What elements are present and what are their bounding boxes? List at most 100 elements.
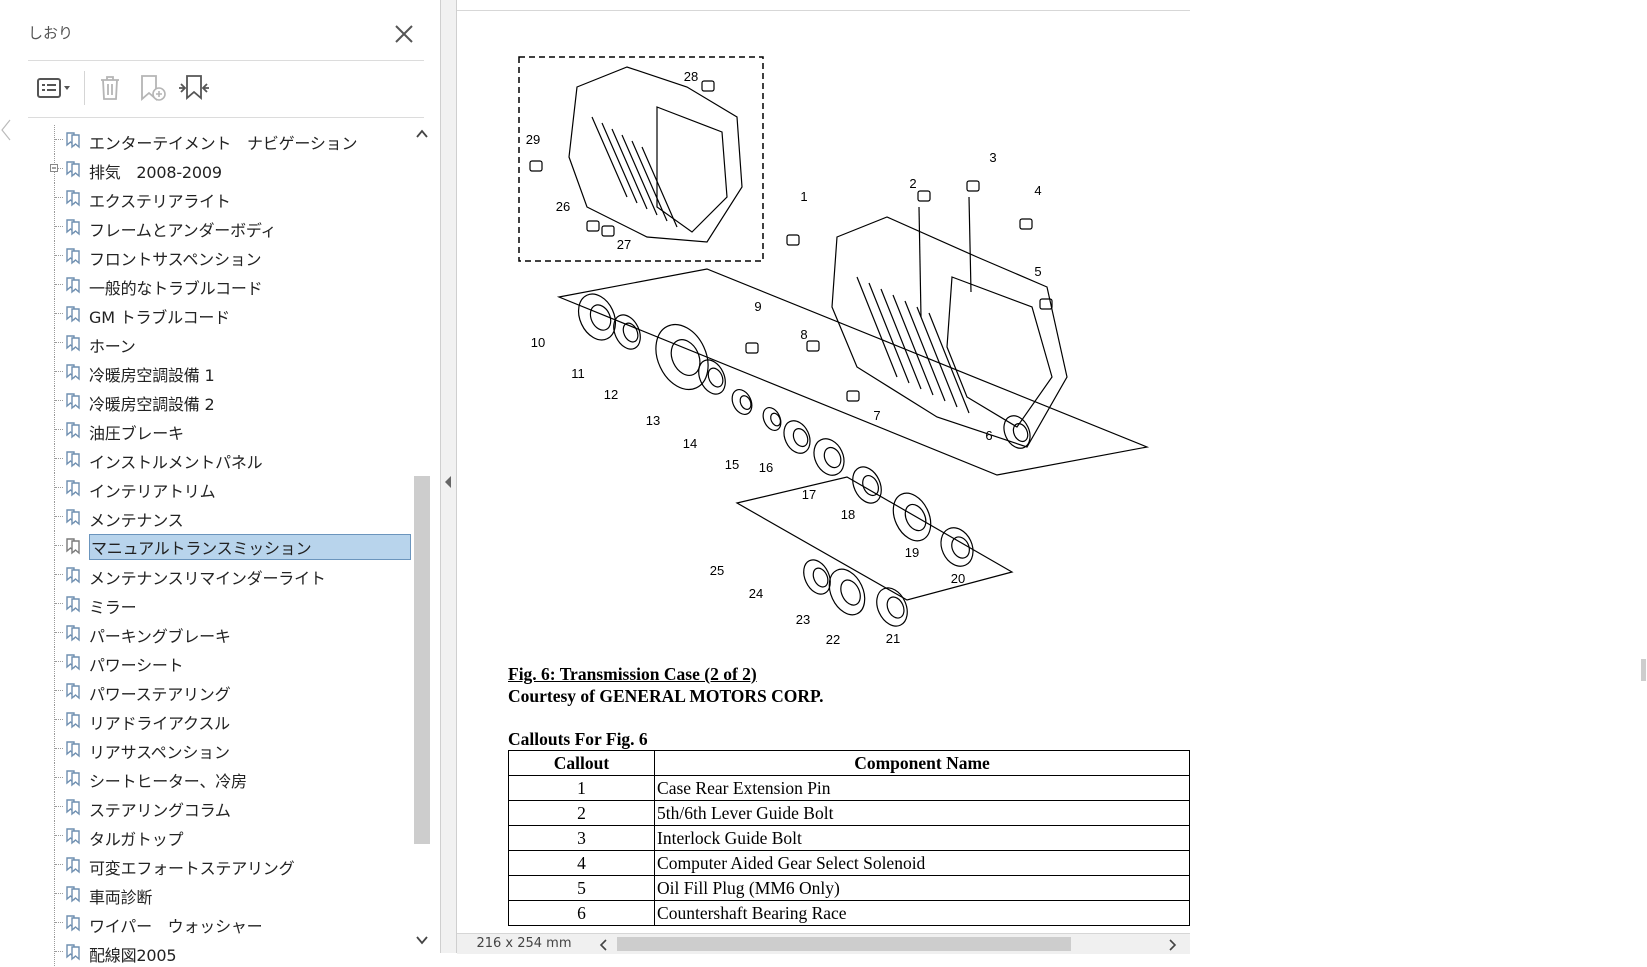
bookmark-item[interactable]: フレームとアンダーボディ xyxy=(48,212,414,241)
bookmark-item[interactable]: エクステリアライト xyxy=(48,183,414,212)
scroll-left-button[interactable] xyxy=(597,937,611,951)
panel-splitter[interactable] xyxy=(441,0,457,953)
bookmark-item[interactable]: マニュアルトランスミッション xyxy=(48,531,414,560)
bookmark-item[interactable]: エンターテイメント ナビゲーション xyxy=(48,125,414,154)
bookmark-toolbar xyxy=(28,66,424,110)
bolt xyxy=(601,225,615,237)
bookmark-item[interactable]: 冷暖房空調設備 2 xyxy=(48,386,414,415)
bookmark-label: メンテナンスリマインダーライト xyxy=(89,569,326,588)
bookmark-icon xyxy=(64,943,82,961)
bookmark-item[interactable]: ワイパー ウォッシャー xyxy=(48,908,414,937)
divider xyxy=(28,60,424,61)
scroll-down-button[interactable] xyxy=(412,930,432,950)
bookmark-item[interactable]: リアドライアクスル xyxy=(48,705,414,734)
gear-bore xyxy=(1012,423,1029,443)
gear-bore xyxy=(792,428,809,448)
bookmark-item[interactable]: シートヒーター、冷房 xyxy=(48,763,414,792)
options-menu-button[interactable] xyxy=(32,66,76,110)
tree-line xyxy=(54,241,55,270)
component-name: 5th/6th Lever Guide Bolt xyxy=(654,800,1190,826)
scroll-thumb[interactable] xyxy=(414,476,430,844)
bookmark-item[interactable]: パワーシート xyxy=(48,647,414,676)
bookmark-item[interactable]: GM トラブルコード xyxy=(48,299,414,328)
tree-line xyxy=(54,386,55,415)
document-scrollbar[interactable] xyxy=(1640,21,1647,944)
bookmark-label: フレームとアンダーボディ xyxy=(89,221,277,240)
bookmark-label: ホーン xyxy=(89,337,136,356)
bookmark-label: ミラー xyxy=(89,598,137,617)
bookmark-item[interactable]: メンテナンスリマインダーライト xyxy=(48,560,414,589)
gear-bore xyxy=(951,536,970,559)
expand-bookmark-button[interactable] xyxy=(174,66,214,110)
main-case xyxy=(831,216,1068,448)
bookmark-item[interactable]: パワーステアリング xyxy=(48,676,414,705)
main-rib xyxy=(892,294,934,396)
bookmark-label: 配線図2005 xyxy=(89,946,177,965)
gear xyxy=(655,323,709,391)
collapse-tree-toggle[interactable] xyxy=(0,118,14,142)
callout-label: 1 xyxy=(800,189,807,204)
bookmark-icon xyxy=(64,218,82,236)
delete-bookmark-button[interactable] xyxy=(92,66,128,110)
bookmark-item[interactable]: ミラー xyxy=(48,589,414,618)
column-header-callout: Callout xyxy=(507,750,656,776)
bookmark-item[interactable]: インストルメントパネル xyxy=(48,444,414,473)
figure-courtesy: Courtesy of GENERAL MOTORS CORP. xyxy=(508,686,824,706)
bookmark-item[interactable]: 可変エフォートステアリング xyxy=(48,850,414,879)
main-rib xyxy=(880,288,922,390)
close-panel-button[interactable] xyxy=(388,18,420,50)
tree-line xyxy=(54,415,55,444)
tree-line xyxy=(54,589,55,618)
callout-label: 29 xyxy=(526,132,540,147)
bolt xyxy=(966,180,980,192)
bolt xyxy=(1019,218,1033,230)
tree-line xyxy=(55,516,63,517)
bookmark-item[interactable]: リアサスペンション xyxy=(48,734,414,763)
bookmark-label: 一般的なトラブルコード xyxy=(89,279,263,298)
bookmark-item[interactable]: タルガトップ xyxy=(48,821,414,850)
add-bookmark-button[interactable] xyxy=(132,66,172,110)
callout-label: 22 xyxy=(826,632,840,647)
bookmark-item[interactable]: 油圧ブレーキ xyxy=(48,415,414,444)
horizontal-scroll-thumb[interactable] xyxy=(617,937,1071,951)
gear-bore xyxy=(862,475,880,497)
expand-toggle-icon[interactable] xyxy=(50,164,58,172)
tree-line xyxy=(54,299,55,328)
scroll-thumb[interactable] xyxy=(1641,659,1646,681)
collapse-panel-toggle[interactable] xyxy=(443,474,453,488)
bookmark-icon xyxy=(64,276,82,294)
callout-number: 3 xyxy=(507,825,656,851)
component-name: Countershaft Bearing Race xyxy=(654,900,1190,926)
gear-bore xyxy=(812,567,829,588)
bookmark-icon xyxy=(64,421,82,439)
bookmark-label: 可変エフォートステアリング xyxy=(89,859,295,878)
bookmark-item[interactable]: パーキングブレーキ xyxy=(48,618,414,647)
scroll-up-button[interactable] xyxy=(412,124,432,144)
bolt xyxy=(529,160,543,172)
bolt xyxy=(745,342,759,354)
bookmark-item[interactable]: 排気 2008-2009 xyxy=(48,154,414,183)
chevron-down-icon xyxy=(416,936,428,945)
bookmark-label: エクステリアライト xyxy=(89,192,231,211)
bookmark-item[interactable]: 一般的なトラブルコード xyxy=(48,270,414,299)
bookmark-item[interactable]: ステアリングコラム xyxy=(48,792,414,821)
bookmark-item[interactable]: 冷暖房空調設備 1 xyxy=(48,357,414,386)
gear-bore xyxy=(589,304,612,331)
bookmark-scrollbar[interactable] xyxy=(412,124,432,953)
bookmark-item[interactable]: メンテナンス xyxy=(48,502,414,531)
component-name: Computer Aided Gear Select Solenoid xyxy=(654,850,1190,876)
bookmark-item[interactable]: 車両診断 xyxy=(48,879,414,908)
bookmark-item[interactable]: 配線図2005 xyxy=(48,937,414,966)
bookmark-item[interactable]: フロントサスペンション xyxy=(48,241,414,270)
bookmark-item[interactable]: ホーン xyxy=(48,328,414,357)
callout-label: 26 xyxy=(556,199,570,214)
bookmark-item[interactable]: インテリアトリム xyxy=(48,473,414,502)
tree-line xyxy=(54,270,55,299)
tree-line xyxy=(55,922,63,923)
callout-label: 18 xyxy=(841,507,855,522)
scroll-right-button[interactable] xyxy=(1165,937,1179,951)
gear-bore xyxy=(622,322,639,343)
